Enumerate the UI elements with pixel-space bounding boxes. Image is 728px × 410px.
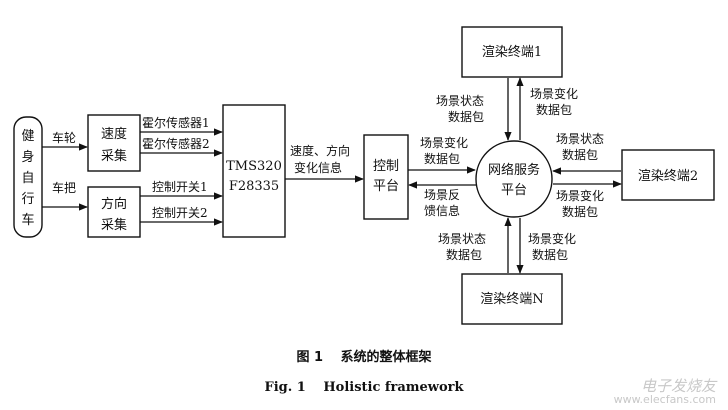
scene-change-up-label-2: 数据包 bbox=[424, 151, 460, 166]
speed-acquisition-node bbox=[87, 114, 141, 172]
bike-label-2: 身 bbox=[21, 149, 34, 165]
dsp-node bbox=[222, 104, 286, 238]
system-framework-diagram: 健 身 自 行 车 速度 采集 方向 采集 车轮 车把 TMS320 F2833… bbox=[13, 26, 715, 325]
watermark: 电子发烧友 www.elecfans.com bbox=[613, 377, 716, 407]
speed-acquisition-label-1: 速度 bbox=[101, 126, 127, 142]
direction-acquisition-label-1: 方向 bbox=[101, 196, 127, 212]
render-terminal-n-label: 渲染终端N bbox=[480, 291, 543, 307]
top-status-label-2: 数据包 bbox=[448, 109, 484, 124]
network-server-label-1: 网络服务 bbox=[488, 162, 540, 178]
scene-change-up-label-1: 场景变化 bbox=[420, 135, 468, 150]
watermark-brand: 电子发烧友 bbox=[640, 377, 716, 395]
right-status-label-1: 场景状态 bbox=[556, 132, 604, 146]
figure-caption-chinese: 图 1 系统的整体框架 bbox=[296, 350, 432, 365]
bottom-change-label-2: 数据包 bbox=[532, 247, 568, 262]
bike-label-4: 行 bbox=[21, 192, 34, 207]
hall-sensor-1-label: 霍尔传感器1 bbox=[142, 115, 210, 130]
top-change-label-2: 数据包 bbox=[536, 102, 572, 117]
scene-feedback-label-1: 场景反 bbox=[424, 188, 460, 202]
bottom-status-label-1: 场景状态 bbox=[438, 232, 486, 246]
bike-label-1: 健 bbox=[21, 129, 34, 144]
direction-acquisition-node bbox=[87, 186, 141, 238]
network-server-node bbox=[475, 140, 553, 218]
bottom-status-label-2: 数据包 bbox=[446, 247, 482, 262]
top-change-label-1: 场景变化 bbox=[530, 86, 578, 101]
control-platform-label-2: 平台 bbox=[373, 179, 399, 194]
network-server-label-2: 平台 bbox=[501, 183, 527, 198]
right-status-label-2: 数据包 bbox=[562, 147, 598, 162]
dsp-label-1: TMS320 bbox=[226, 159, 282, 174]
top-status-label-1: 场景状态 bbox=[436, 94, 484, 108]
handlebar-label: 车把 bbox=[52, 180, 76, 195]
control-platform-label-1: 控制 bbox=[373, 159, 399, 174]
direction-acquisition-label-2: 采集 bbox=[101, 217, 127, 233]
wheel-label: 车轮 bbox=[52, 130, 76, 145]
control-platform-node bbox=[363, 134, 409, 220]
render-terminal-2-node bbox=[621, 149, 715, 201]
figure-caption-english: Fig. 1 Holistic framework bbox=[264, 380, 464, 395]
right-change-label-2: 数据包 bbox=[562, 204, 598, 219]
control-switch-2-label: 控制开关2 bbox=[152, 206, 208, 220]
bottom-change-label-1: 场景变化 bbox=[528, 231, 576, 246]
bike-label-3: 自 bbox=[21, 171, 34, 186]
watermark-url: www.elecfans.com bbox=[613, 393, 716, 406]
dsp-label-2: F28335 bbox=[229, 179, 279, 194]
render-terminal-2-label: 渲染终端2 bbox=[638, 168, 698, 184]
control-switch-1-label: 控制开关1 bbox=[152, 180, 208, 194]
hall-sensor-2-label: 霍尔传感器2 bbox=[142, 136, 210, 151]
bike-node bbox=[13, 116, 43, 238]
render-terminal-n-node bbox=[461, 273, 563, 325]
right-change-label-1: 场景变化 bbox=[556, 188, 604, 203]
render-terminal-1-label: 渲染终端1 bbox=[482, 44, 542, 60]
render-terminal-1-node bbox=[461, 26, 563, 78]
speed-acquisition-label-2: 采集 bbox=[101, 148, 127, 164]
scene-feedback-label-2: 馈信息 bbox=[424, 203, 460, 218]
bike-label-5: 车 bbox=[21, 212, 34, 228]
speed-direction-label-1: 速度、方向 bbox=[290, 143, 350, 158]
speed-direction-label-2: 变化信息 bbox=[294, 160, 342, 175]
